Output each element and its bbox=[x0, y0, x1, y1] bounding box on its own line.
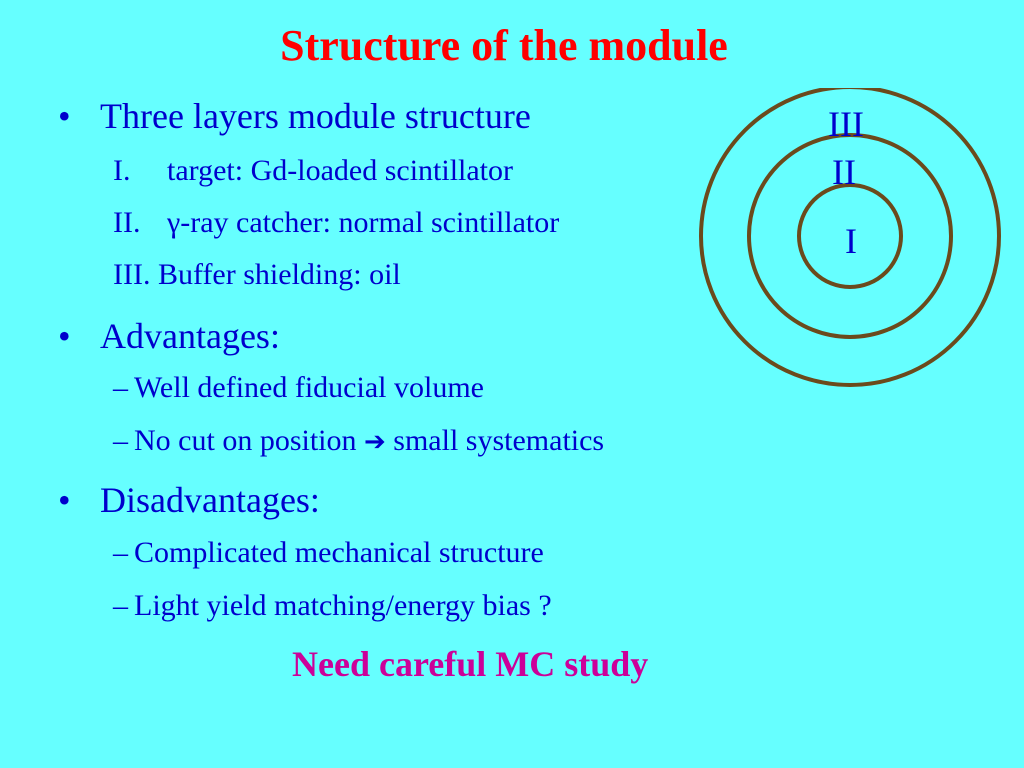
inner-ring-label: I bbox=[845, 221, 857, 261]
sub-item-advantage-2: –No cut on position ➔ small systematics bbox=[113, 422, 604, 461]
bullet-marker: • bbox=[58, 96, 71, 136]
roman-numeral: I. bbox=[113, 154, 131, 187]
sub-item-text: Light yield matching/energy bias ? bbox=[134, 589, 552, 622]
sub-item-layer-2: II. γ-ray catcher: normal scintillator bbox=[113, 204, 559, 242]
sub-item-disadvantage-2: –Light yield matching/energy bias ? bbox=[113, 587, 552, 625]
roman-numeral: II. bbox=[113, 206, 141, 239]
roman-numeral: III. bbox=[113, 258, 151, 291]
outer-ring-label: III bbox=[828, 104, 864, 144]
sub-item-layer-1: I. target: Gd-loaded scintillator bbox=[113, 152, 513, 190]
bullet-text: Advantages: bbox=[100, 316, 280, 356]
sub-item-text: No cut on position bbox=[134, 424, 364, 457]
middle-ring-label: II bbox=[832, 152, 856, 192]
dash-marker: – bbox=[113, 371, 128, 404]
sub-item-advantage-1: –Well defined fiducial volume bbox=[113, 369, 484, 407]
arrow-right-icon: ➔ bbox=[364, 427, 386, 457]
sub-item-layer-3: III. Buffer shielding: oil bbox=[113, 256, 401, 294]
bullet-marker: • bbox=[58, 316, 71, 356]
module-layers-diagram: III II I bbox=[696, 85, 1008, 388]
middle-ring bbox=[747, 133, 953, 339]
dash-marker: – bbox=[113, 536, 128, 569]
sub-item-text: Complicated mechanical structure bbox=[134, 536, 544, 569]
sub-item-text: small systematics bbox=[385, 424, 605, 457]
bullet-text: Three layers module structure bbox=[100, 96, 531, 136]
sub-item-disadvantage-1: –Complicated mechanical structure bbox=[113, 534, 544, 572]
sub-item-text: γ-ray catcher: normal scintillator bbox=[167, 206, 560, 239]
bullet-text: Disadvantages: bbox=[100, 480, 320, 520]
dash-marker: – bbox=[113, 424, 128, 457]
sub-item-text: target: Gd-loaded scintillator bbox=[167, 154, 514, 187]
dash-marker: – bbox=[113, 589, 128, 622]
conclusion-text: Need careful MC study bbox=[292, 644, 649, 684]
slide-title: Structure of the module bbox=[280, 21, 728, 70]
bullet-marker: • bbox=[58, 480, 71, 520]
sub-item-text: Well defined fiducial volume bbox=[134, 371, 484, 404]
sub-item-text: Buffer shielding: oil bbox=[157, 258, 401, 291]
inner-ring bbox=[797, 183, 903, 289]
